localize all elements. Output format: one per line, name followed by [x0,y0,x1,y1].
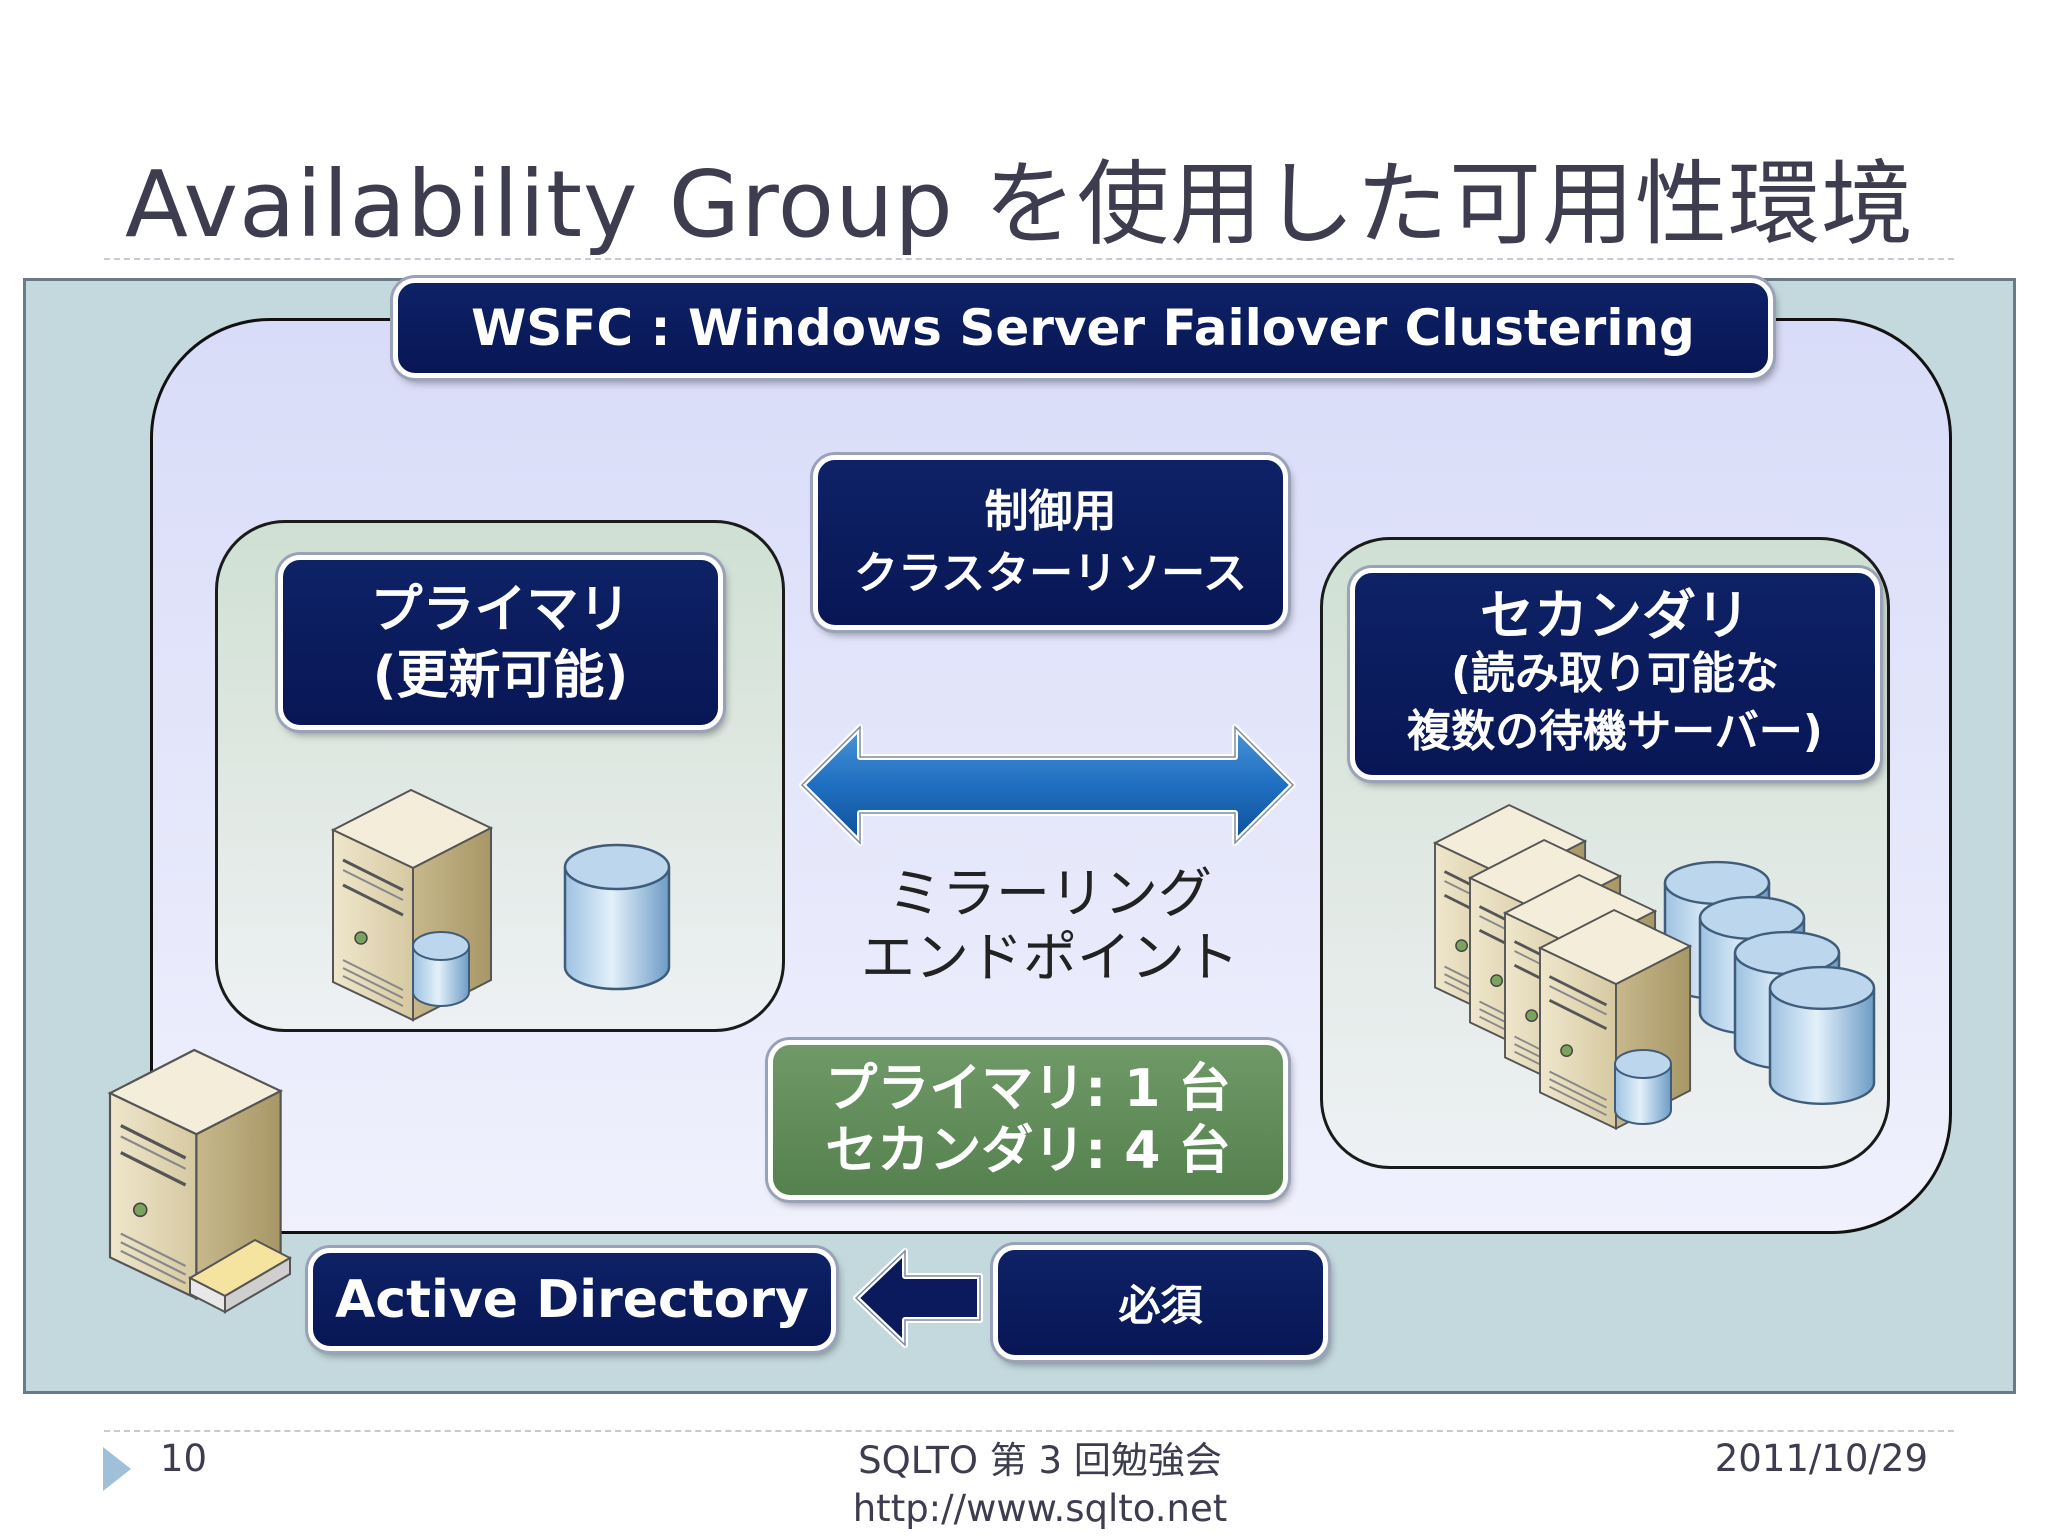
required-box: 必須 [993,1245,1328,1360]
page-number: 10 [160,1437,208,1480]
active-directory-box: Active Directory [308,1248,836,1351]
left-arrow-icon [853,1248,983,1348]
title-divider [104,258,1954,260]
footer-divider [104,1430,1954,1432]
primary-label-box: プライマリ (更新可能) [278,555,723,730]
secondary-label-box: セカンダリ (読み取り可能な 複数の待機サーバー) [1350,568,1880,780]
control-resource-box: 制御用 クラスターリソース [813,455,1288,630]
footer-center: SQLTO 第 3 回勉強会 http://www.sqlto.net [852,1439,1228,1530]
play-triangle-icon [103,1447,131,1491]
primary-database-icon [563,843,671,991]
primary-server-icon [331,788,493,1022]
mirroring-endpoint-label: ミラーリング エンドポイント [861,862,1239,989]
mirroring-double-arrow [799,724,1296,846]
secondary-servers-icon [1433,803,1876,1130]
server-count-box: プライマリ: 1 台 セカンダリ: 4 台 [768,1040,1288,1200]
slide-title: Availability Group を使用した可用性環境 [125,151,1915,258]
wsfc-label: WSFC : Windows Server Failover Clusterin… [393,278,1773,378]
footer-date: 2011/10/29 [1714,1437,1928,1480]
active-directory-server-icon [108,1048,293,1314]
